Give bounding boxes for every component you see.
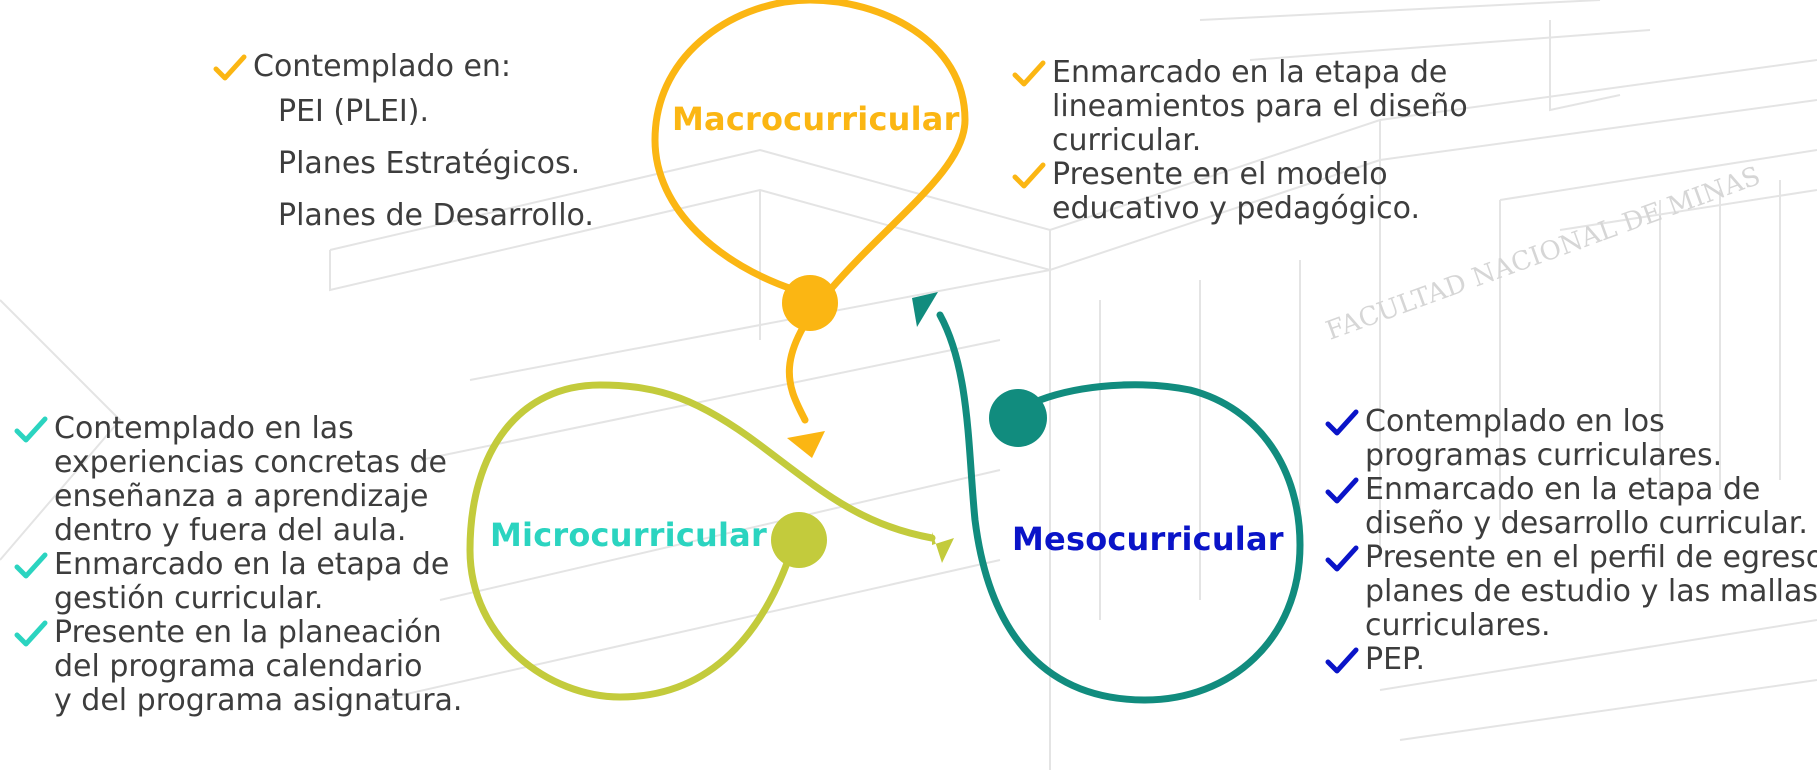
micro-node [771,512,827,568]
check-icon [1325,541,1365,575]
bullet-text: diseño y desarrollo curricular. [1365,506,1808,541]
macro-node [782,275,838,331]
bullet-text: Presente en la planeación [54,615,442,650]
meso-label: Mesocurricular [1012,520,1284,558]
bullet-text: Presente en el perfil de egreso, [1365,540,1817,575]
micro-bullet: Presente en la planeación [14,616,462,650]
check-icon [14,616,54,650]
macro-arrowhead [787,431,825,458]
macro-left-item: Planes de Desarrollo. [278,198,594,233]
macro-left-notes: Contemplado en: PEI (PLEI). Planes Estra… [213,50,594,242]
meso-bullet: Presente en el perfil de egreso, [1325,541,1817,575]
bullet-text: curricular. [1052,123,1202,158]
micro-loop [466,381,936,701]
bullet-text: PEP. [1365,642,1425,677]
macro-loop [651,0,969,424]
bullet-text: experiencias concretas de [54,445,448,480]
bullet-text: Presente en el modelo [1052,157,1388,192]
meso-loop [936,311,1304,704]
bullet-text: dentro y fuera del aula. [54,513,407,548]
meso-right-notes: Contemplado en los programas curriculare… [1325,405,1817,677]
bullet-text: y del programa asignatura. [54,683,463,718]
micro-arrowhead [932,532,954,563]
micro-left-notes: Contemplado en las experiencias concreta… [14,412,462,718]
bullet-text: enseñanza a aprendizaje [54,479,429,514]
meso-bullet: Contemplado en los [1325,405,1817,439]
bullet-text: gestión curricular. [54,581,324,616]
macro-right-bullet: Presente en el modelo [1012,158,1468,192]
micro-label: Microcurricular [490,516,767,554]
bullet-text: curriculares. [1365,608,1551,643]
bullet-text: Enmarcado en la etapa de [54,547,450,582]
check-icon [1325,405,1365,439]
bullet-text: del programa calendario [54,649,423,684]
micro-bullet: Contemplado en las [14,412,462,446]
bullet-text: Enmarcado en la etapa de [1365,472,1761,507]
macro-label: Macrocurricular [672,100,960,138]
check-icon [1325,643,1365,677]
macro-left-item: Planes Estratégicos. [278,146,581,181]
bullet-text: Enmarcado en la etapa de [1052,55,1448,90]
check-icon [1325,473,1365,507]
micro-bullet: Enmarcado en la etapa de [14,548,462,582]
check-icon [1012,56,1052,90]
bullet-text: Contemplado en las [54,411,354,446]
macro-right-notes: Enmarcado en la etapa de lineamientos pa… [1012,56,1468,226]
bullet-text: programas curriculares. [1365,438,1723,473]
check-icon [213,50,253,84]
meso-bullet: PEP. [1325,643,1817,677]
check-icon [1012,158,1052,192]
bullet-text: Contemplado en los [1365,404,1665,439]
meso-node [989,389,1047,447]
macro-left-item: PEI (PLEI). [278,94,429,129]
check-icon [14,412,54,446]
meso-bullet: Enmarcado en la etapa de [1325,473,1817,507]
bullet-text: lineamientos para el diseño [1052,89,1468,124]
macro-right-bullet: Enmarcado en la etapa de [1012,56,1468,90]
check-icon [14,548,54,582]
meso-arrowhead [912,292,938,327]
bullet-text: educativo y pedagógico. [1052,191,1420,226]
bullet-text: planes de estudio y las mallas [1365,574,1817,609]
macro-left-heading: Contemplado en: [253,49,512,84]
macro-left-heading-row: Contemplado en: [213,50,594,84]
